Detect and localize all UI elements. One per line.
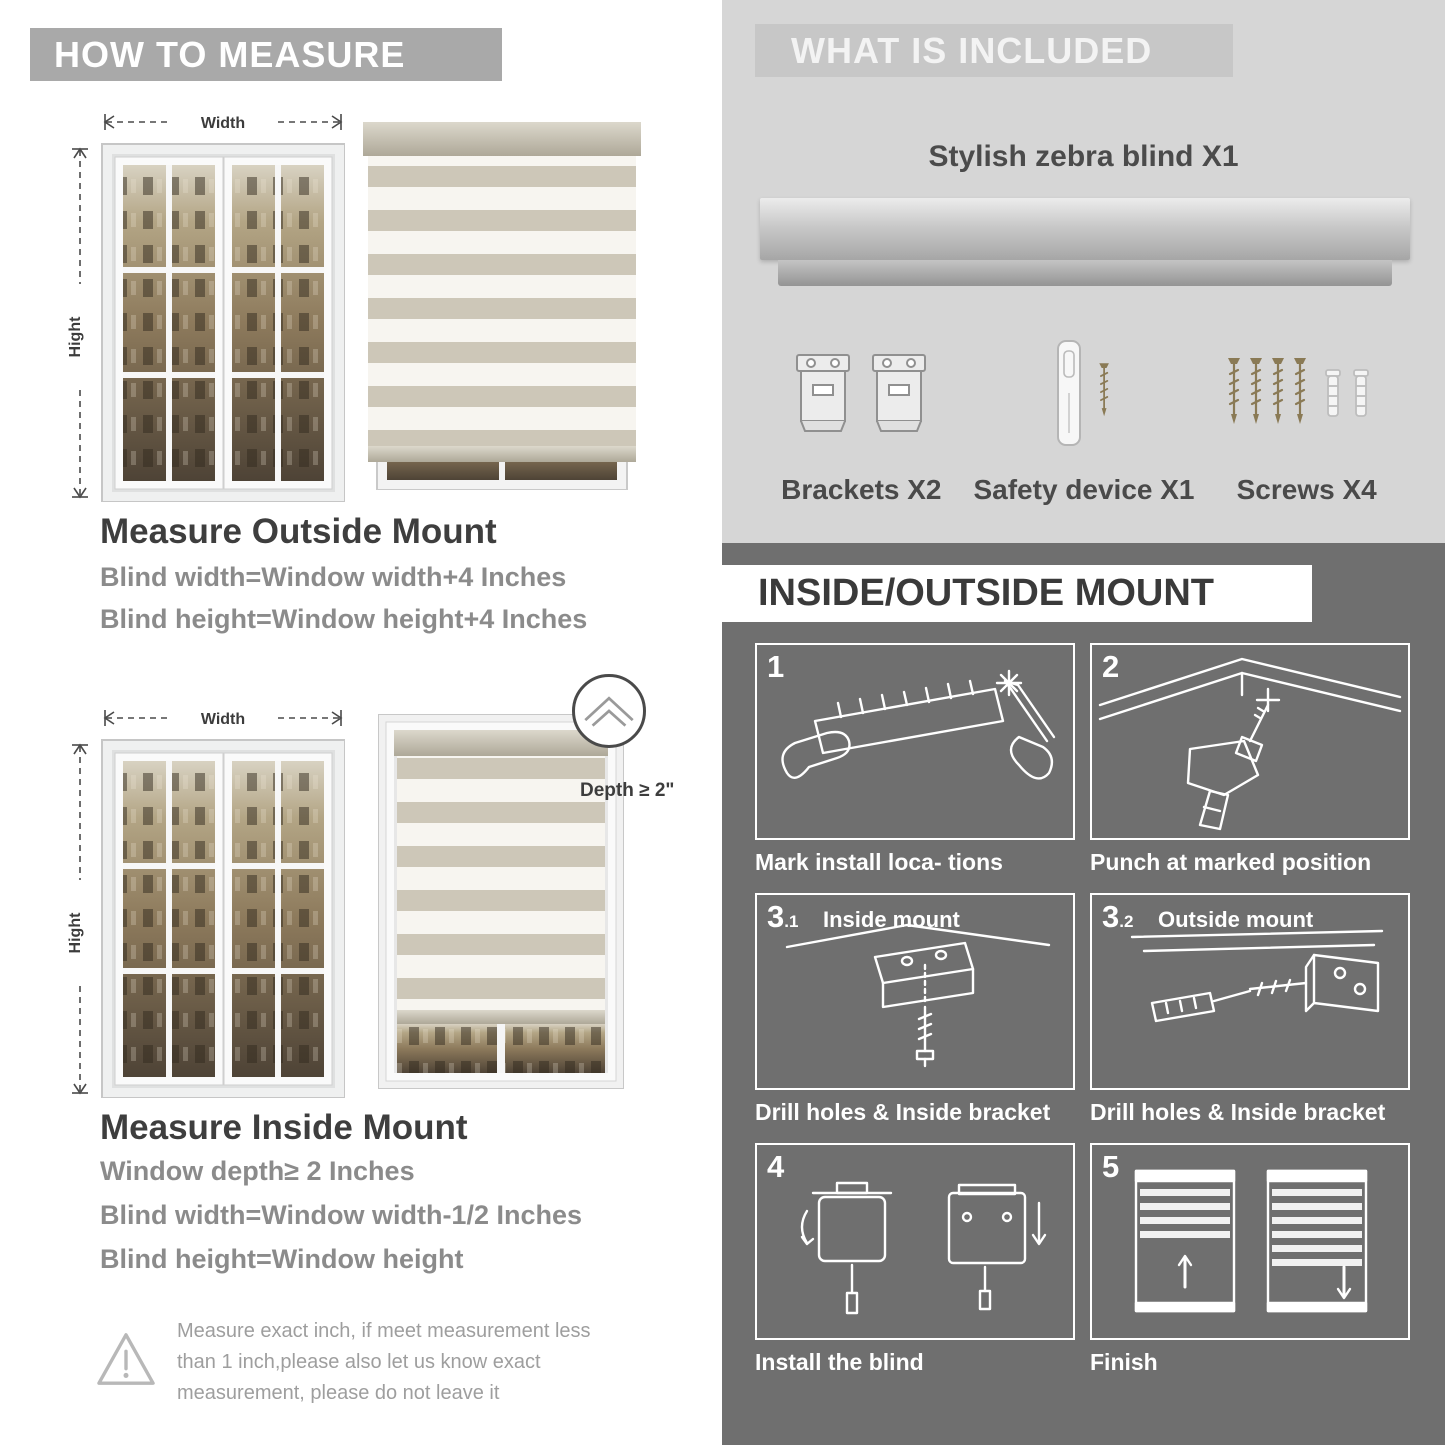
- step-caption-5: Finish: [1090, 1349, 1158, 1375]
- zebra-blind-inside-illustration: [378, 714, 624, 1089]
- how-to-measure-header: HOW TO MEASURE: [30, 28, 502, 81]
- inside-mount-illustration: Depth ≥ 2": [60, 674, 710, 1110]
- outside-mount-illustration: [60, 102, 680, 506]
- outside-height-formula: Blind height=Window height+4 Inches: [100, 604, 588, 634]
- drill-icon: [1098, 657, 1402, 831]
- step-caption-1: Mark install loca- tions: [755, 849, 1003, 875]
- step-number: 3.2: [1102, 899, 1134, 934]
- step-title: Outside mount: [1158, 907, 1314, 932]
- headrail-illustration: [760, 198, 1410, 260]
- how-to-measure-section: HOW TO MEASURE Measure Outside Mount Bli…: [0, 0, 722, 1445]
- what-is-included-header: WHAT IS INCLUDED: [755, 24, 1233, 77]
- safety-device-icon: [1057, 340, 1081, 446]
- install-blind-icon: [800, 1181, 1047, 1315]
- bracket-icon: [872, 354, 927, 432]
- zebra-blind-item-label: Stylish zebra blind X1: [928, 140, 1239, 173]
- inside-mount-title: Measure Inside Mount: [100, 1108, 468, 1147]
- mount-instructions-section: INSIDE/OUTSIDE MOUNT 1: [722, 543, 1445, 1445]
- inside-width-formula: Blind width=Window width-1/2 Inches: [100, 1200, 583, 1230]
- zebra-blind-outside-illustration: [363, 122, 641, 490]
- outside-width-formula: Blind width=Window width+4 Inches: [100, 562, 567, 592]
- step-number: 5: [1102, 1149, 1120, 1184]
- step-caption-3-1: Drill holes & Inside bracket: [755, 1099, 1051, 1125]
- step-panel-1: 1: [755, 643, 1075, 840]
- safety-device-item: Safety device X1: [973, 316, 1196, 506]
- depth-label: Depth ≥ 2": [580, 780, 675, 801]
- step-title: Inside mount: [823, 907, 960, 932]
- step-panel-5: 5: [1090, 1143, 1410, 1340]
- step-panel-2: 2: [1090, 643, 1410, 840]
- headrail-bottom-illustration: [778, 260, 1392, 286]
- step-caption-2: Punch at marked position: [1090, 849, 1372, 875]
- step-panel-3-1: 3.1 Inside mount: [755, 893, 1075, 1090]
- screws-and-anchors-icon: [1227, 356, 1370, 426]
- safety-device-label: Safety device X1: [973, 474, 1195, 505]
- step-number: 4: [767, 1149, 785, 1184]
- step-panel-4: 4: [755, 1143, 1075, 1340]
- inside-depth-formula: Window depth≥ 2 Inches: [100, 1156, 415, 1186]
- included-items-row: Brackets X2 Safety device X1: [750, 316, 1418, 506]
- screws-item: Screws X4: [1195, 316, 1418, 506]
- window-illustration-inside: [66, 709, 345, 1098]
- inside-bracket-icon: [785, 923, 1051, 1068]
- step-caption-4: Install the blind: [755, 1349, 924, 1375]
- depth-callout-circle: [572, 674, 646, 748]
- corner-zoom-icon: [584, 696, 634, 727]
- what-is-included-section: WHAT IS INCLUDED Stylish zebra blind X1 …: [722, 0, 1445, 543]
- measure-note-text: Measure exact inch, if meet measurement …: [177, 1320, 591, 1404]
- screws-label: Screws X4: [1236, 474, 1377, 505]
- mark-location-icon: [781, 669, 1056, 780]
- step-number: 1: [767, 649, 785, 684]
- window-illustration-outside: [66, 113, 345, 502]
- screw-icon: [1098, 362, 1110, 418]
- outside-bracket-icon: [1130, 929, 1384, 1023]
- step-number: 3.1: [767, 899, 799, 934]
- brackets-label: Brackets X2: [781, 474, 942, 505]
- step-panel-3-2: 3.2 Outside mount: [1090, 893, 1410, 1090]
- step-caption-3-2: Drill holes & Inside bracket: [1090, 1099, 1386, 1125]
- measure-note: Measure exact inch, if meet measurement …: [95, 1316, 650, 1409]
- bracket-icon: [796, 354, 851, 432]
- warning-triangle-icon: [97, 1333, 155, 1385]
- step-number: 2: [1102, 649, 1120, 684]
- brackets-item: Brackets X2: [750, 316, 973, 506]
- outside-mount-title: Measure Outside Mount: [100, 512, 497, 551]
- inside-height-formula: Blind height=Window height: [100, 1244, 464, 1274]
- mount-header: INSIDE/OUTSIDE MOUNT: [722, 565, 1312, 622]
- finished-blinds-icon: [1134, 1169, 1368, 1313]
